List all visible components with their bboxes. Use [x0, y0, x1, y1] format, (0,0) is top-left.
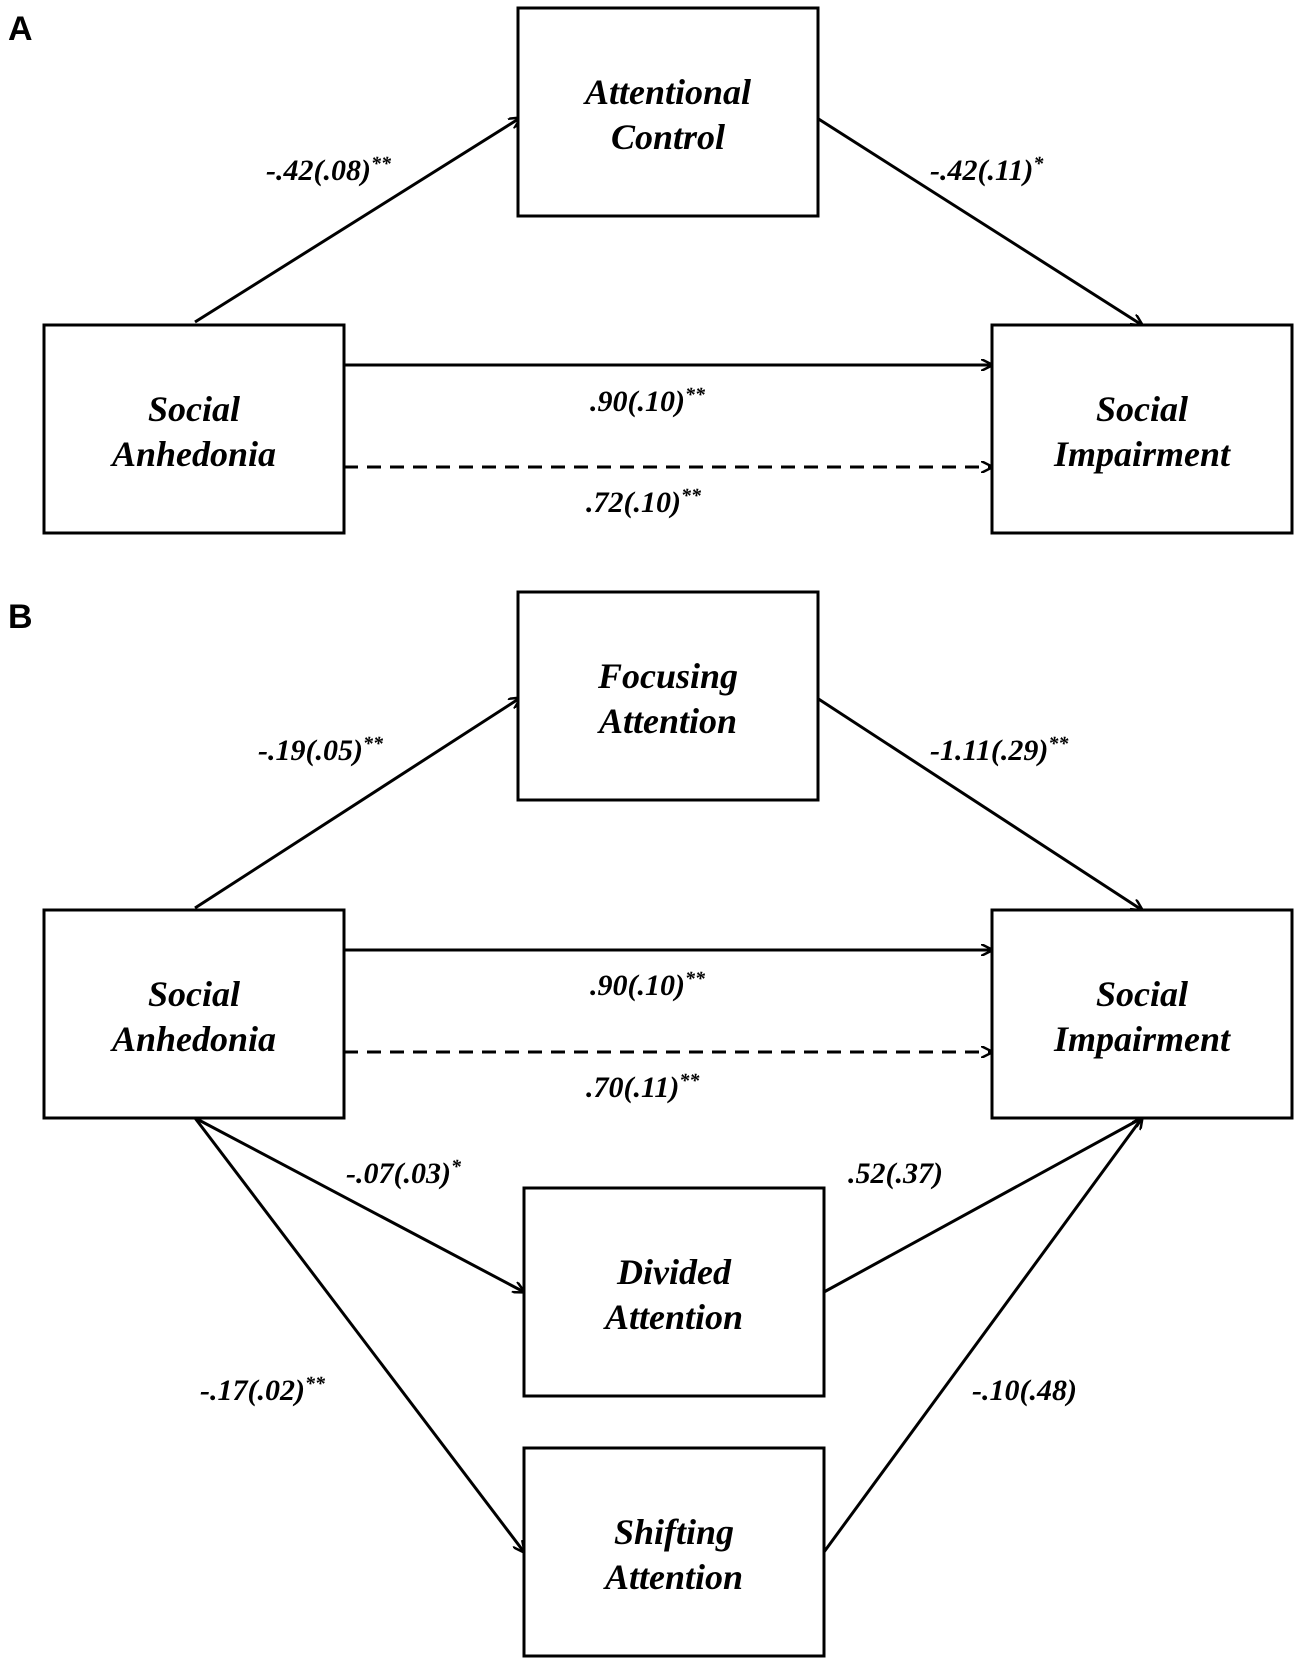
node-label-line1: Focusing	[597, 656, 738, 696]
panel-b-path-a-divided-arrow	[194, 1116, 524, 1292]
panel-a-node-social-impairment: Social Impairment	[990, 323, 1294, 535]
panel-a-label: A	[8, 10, 33, 48]
panel-b-label: B	[8, 598, 33, 636]
node-label-line2: Impairment	[1053, 1019, 1231, 1059]
node-label-line1: Shifting	[614, 1512, 734, 1552]
node-label-line1: Divided	[616, 1252, 732, 1292]
panel-b: B Focusing Attention Social Anhedonia So…	[8, 590, 1294, 1658]
node-label-line1: Attentional	[583, 72, 751, 112]
node-label-line2: Anhedonia	[110, 434, 276, 474]
panel-b-coef-b-divided: .52(.37)	[848, 1157, 943, 1190]
node-label-line2: Impairment	[1053, 434, 1231, 474]
node-label-line1: Social	[1096, 974, 1188, 1014]
panel-a-path-a-arrow	[194, 118, 520, 324]
panel-b-coef-c: .90(.10)**	[590, 968, 706, 1002]
panel-b-coef-b-focusing: -1.11(.29)**	[930, 733, 1069, 767]
node-label-line2: Attention	[603, 1297, 743, 1337]
node-label-line2: Anhedonia	[110, 1019, 276, 1059]
panel-a-node-social-anhedonia: Social Anhedonia	[42, 323, 346, 535]
panel-b-coef-a-shifting: -.17(.02)**	[200, 1373, 326, 1407]
node-label-line2: Attention	[603, 1557, 743, 1597]
panel-b-node-focusing-attention: Focusing Attention	[516, 590, 820, 802]
panel-a-path-b-arrow	[816, 116, 1142, 325]
panel-b-node-shifting-attention: Shifting Attention	[522, 1446, 826, 1658]
panel-a-coef-c: .90(.10)**	[590, 384, 706, 418]
panel-a-coef-a: -.42(.08)**	[266, 153, 392, 187]
node-label-line2: Attention	[597, 701, 737, 741]
panel-b-path-a-focusing-arrow	[194, 698, 520, 910]
panel-b-path-a-shifting-arrow	[193, 1117, 524, 1552]
panel-b-coef-b-shifting: -.10(.48)	[972, 1374, 1077, 1407]
panel-b-coef-a-divided: -.07(.03)*	[346, 1156, 462, 1190]
panel-b-coef-c-prime: .70(.11)**	[586, 1070, 700, 1104]
panel-a: A Attentional Control Social Anhedonia S…	[8, 6, 1294, 535]
panel-b-path-b-divided-arrow	[823, 1118, 1142, 1294]
panel-a-coef-c-prime: .72(.10)**	[586, 485, 702, 519]
panel-b-path-b-focusing-arrow	[816, 696, 1142, 910]
panel-b-node-divided-attention: Divided Attention	[522, 1186, 826, 1398]
panel-a-coef-b: -.42(.11)*	[930, 153, 1044, 187]
panel-b-node-social-anhedonia: Social Anhedonia	[42, 908, 346, 1120]
panel-b-coef-a-focusing: -.19(.05)**	[258, 733, 384, 767]
node-label-line1: Social	[148, 974, 240, 1014]
panel-a-node-attentional-control: Attentional Control	[516, 6, 820, 218]
node-label-line1: Social	[148, 389, 240, 429]
node-label-line2: Control	[611, 117, 725, 157]
node-label-line1: Social	[1096, 389, 1188, 429]
panel-b-path-b-shifting-arrow	[822, 1118, 1142, 1553]
panel-b-node-social-impairment: Social Impairment	[990, 908, 1294, 1120]
